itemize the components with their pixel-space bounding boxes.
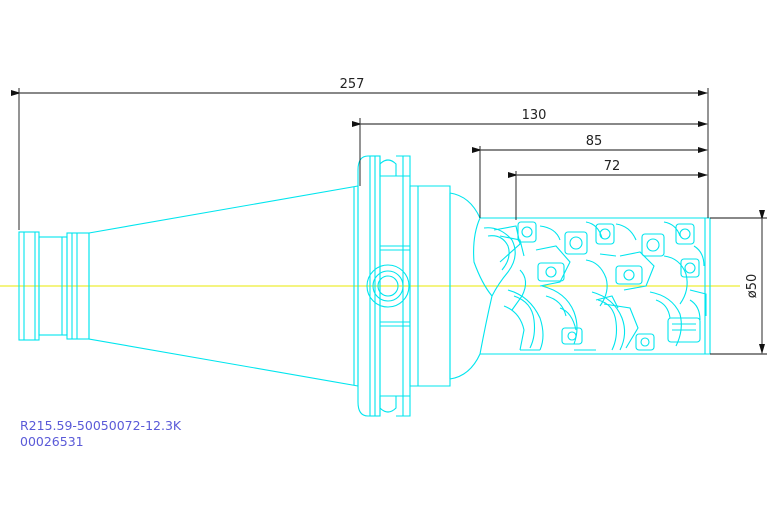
dim-label-diameter: ø50 [745,274,760,299]
part-code: R215.59-50050072-12.3K [20,418,182,433]
dim-label-72: 72 [604,159,621,174]
tool-holder [18,155,711,417]
part-number: 00026531 [20,434,84,449]
dim-label-130: 130 [522,108,547,123]
flange [357,155,411,417]
dim-label-257: 257 [340,77,365,92]
dimensions [11,88,767,355]
dimension-labels: 257 130 85 72 ø50 [340,77,760,298]
dim-label-85: 85 [586,134,603,149]
holder-body [409,185,481,387]
retention-knob [18,231,90,341]
